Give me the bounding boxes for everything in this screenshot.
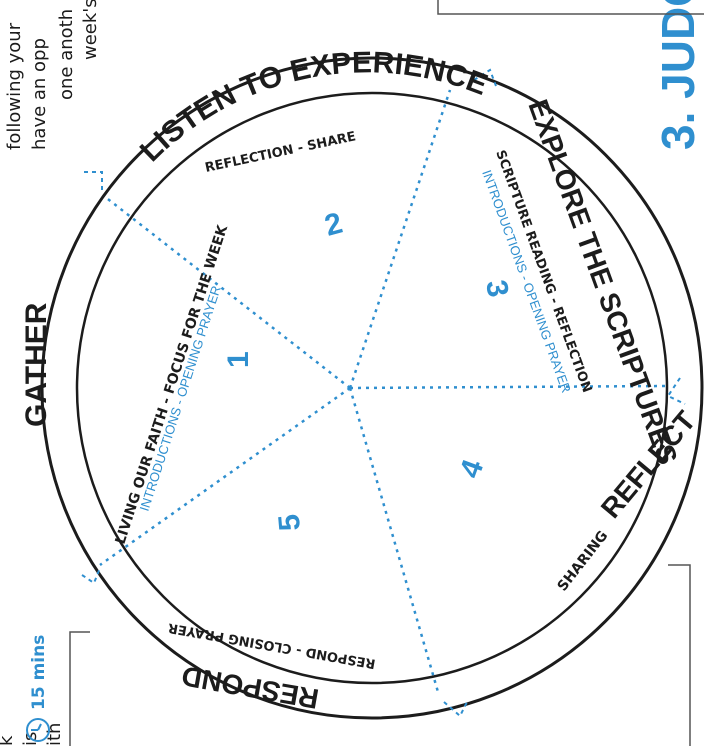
segment-1-title: LIVING OUR FAITH - FOCUS FOR THE WEEK [113,222,232,546]
top-bracket-line [437,0,704,15]
outer-ring [40,56,704,720]
intro-text-line-2: have an opp [29,38,50,150]
segment-spokes [99,89,666,693]
intro-text-line-3: one anoth [56,9,77,100]
segment-2-title: REFLECTION - SHARE [204,129,358,176]
clock-icon [26,718,50,742]
bottom-text-fragment-1: k [0,735,17,746]
intro-text-line-1: following your [4,22,25,150]
segment-4-number: 4 [454,455,491,482]
ring-dividers [81,68,686,718]
segment-2-number: 2 [321,207,346,243]
segment-1-subtitle: INTRODUCTIONS - OPENING PRAYER [137,284,224,513]
ring-label-gather: GATHER [20,302,53,427]
time-label-group: 15 mins [26,635,50,742]
segment-5-number: 5 [273,513,307,533]
left-bracket-line [69,631,90,746]
segment-3-number: 3 [479,277,514,299]
judge-heading: 3. JUDGE [652,0,704,150]
segment-4-title: SHARING [555,528,612,594]
intro-text-line-4: week's [80,0,101,60]
reflect-bracket-line [668,564,691,746]
inner-ring [75,91,669,685]
ring-label-respond: RESPOND [179,660,321,715]
segment-1-number: 1 [222,351,255,368]
time-label: 15 mins [29,635,49,710]
